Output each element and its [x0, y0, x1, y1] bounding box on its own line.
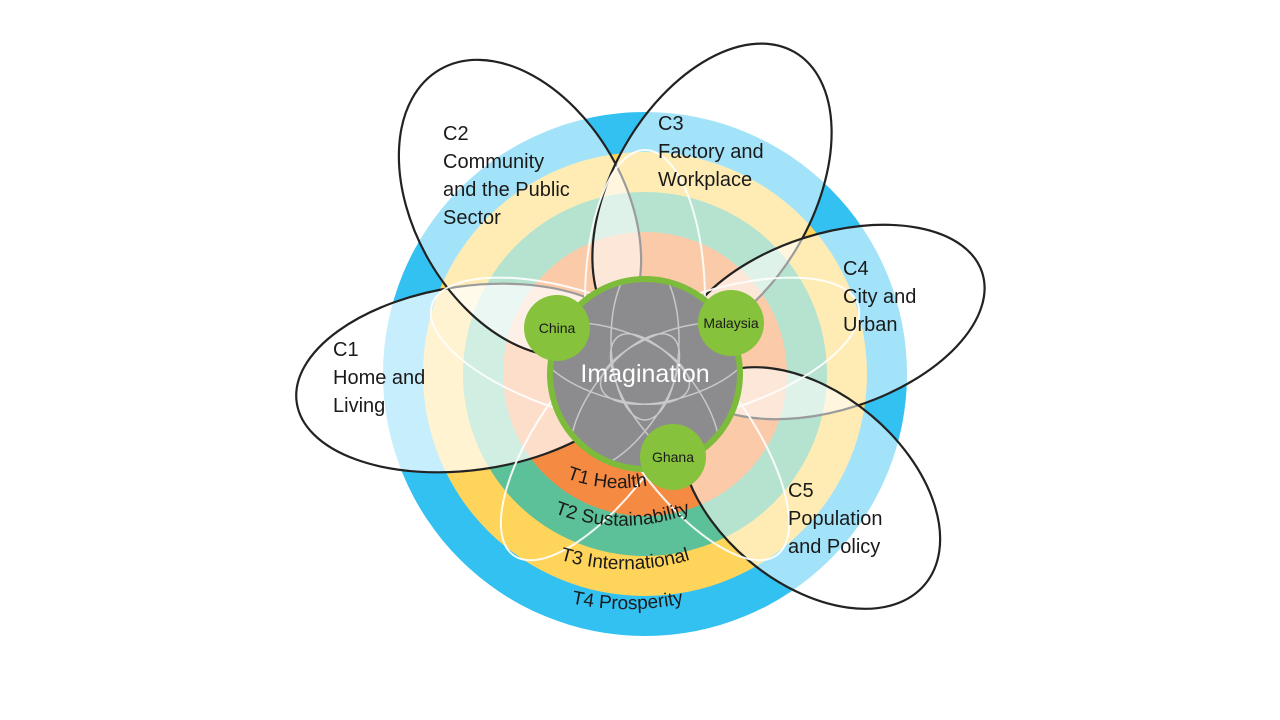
node-china-circle [524, 295, 590, 361]
context-c1-line1: Home and [333, 367, 425, 389]
context-c3-label: C3 Factory and Workplace [658, 113, 769, 191]
context-c3-code: C3 [658, 113, 684, 135]
core-circle [553, 282, 737, 466]
node-malaysia-circle [698, 290, 764, 356]
context-c2-label: C2 Community and the Public Sector [443, 123, 575, 229]
node-ghana-circle [640, 424, 706, 490]
context-c2-line1: Community [443, 151, 544, 173]
country-nodes: China Malaysia Ghana [524, 290, 764, 490]
context-c4-line2: Urban [843, 314, 897, 336]
core-petal-5 [553, 322, 691, 405]
node-china-label: China [539, 320, 576, 336]
context-c5-label: C5 Population and Policy [788, 480, 888, 558]
context-c5-line2: and Policy [788, 536, 880, 558]
core: Imagination [547, 276, 743, 472]
context-c2-code: C2 [443, 123, 469, 145]
node-china: China [524, 295, 590, 361]
node-ghana-label: Ghana [652, 449, 694, 465]
context-c4-line1: City and [843, 286, 916, 308]
core-petal-4 [569, 333, 681, 466]
node-malaysia: Malaysia [698, 290, 764, 356]
context-c3-line2: Workplace [658, 169, 752, 191]
context-labels: C1 Home and Living C2 Community and the … [333, 113, 922, 558]
core-label: Imagination [580, 360, 709, 388]
context-c3-line1: Factory and [658, 141, 764, 163]
context-c2-line2: and the Public [443, 179, 570, 201]
node-malaysia-label: Malaysia [703, 315, 758, 331]
context-c2-line3: Sector [443, 207, 501, 229]
context-c4-code: C4 [843, 258, 869, 280]
node-ghana: Ghana [640, 424, 706, 490]
context-c5-code: C5 [788, 480, 814, 502]
context-c1-code: C1 [333, 339, 359, 361]
context-c1-label: C1 Home and Living [333, 339, 431, 417]
core-petal-1 [610, 282, 680, 421]
context-c5-line1: Population [788, 508, 883, 530]
context-c1-line2: Living [333, 395, 385, 417]
context-c4-label: C4 City and Urban [843, 258, 922, 336]
core-petal-2 [599, 322, 737, 405]
core-petal-3 [609, 333, 721, 466]
